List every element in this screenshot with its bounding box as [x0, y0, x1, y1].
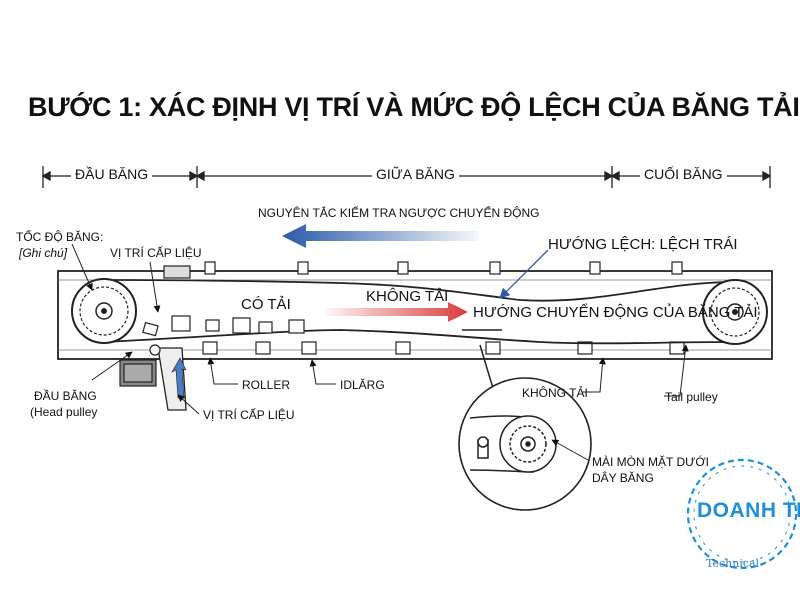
belt — [103, 279, 736, 345]
belt-speed-label: TỐC ĐỘ BĂNG: — [16, 230, 104, 244]
tail-pulley — [702, 279, 768, 345]
brand-tagline: Technical — [706, 557, 760, 570]
section-head-label: ĐẦU BĂNG — [71, 166, 153, 182]
section-tail-label: CUỐI BĂNG — [640, 166, 727, 182]
brand-name: DOANH TRÍ — [697, 499, 800, 522]
drive-motor — [119, 359, 157, 387]
feed-arrow — [171, 357, 187, 399]
head-pulley-label: ĐẦU BĂNG — [34, 389, 97, 403]
belt-wear-label-line2: DÂY BĂNG — [592, 471, 654, 485]
tail-pulley-label: Tail pulley — [665, 390, 718, 404]
return-rollers — [202, 341, 685, 355]
deviation-label: HƯỚNG LỆCH: LỆCH TRÁI — [548, 236, 738, 253]
cargo-boxes — [142, 315, 305, 337]
section-middle-label: GIỮA BĂNG — [372, 166, 459, 182]
magnifier — [458, 329, 592, 511]
head-pulley — [71, 278, 137, 344]
unloaded-tail-label: KHÔNG TẢI — [522, 386, 588, 400]
note-label: [Ghi chú] — [19, 246, 68, 260]
deviation-arrow — [499, 249, 549, 299]
conveyor-frame — [57, 270, 773, 360]
belt-direction-label: HƯỚNG CHUYỂN ĐỘNG CỦA BĂNG TẢI — [473, 304, 758, 321]
feed-location-bottom-label: VỊ TRÍ CẤP LIỆU — [203, 408, 295, 422]
brand-logo-ring — [686, 458, 798, 570]
unloaded-label: KHÔNG TẢI — [366, 288, 449, 305]
roller-label: ROLLER — [242, 378, 291, 392]
inspect-direction-arrow — [282, 224, 478, 248]
inspect-principle-label: NGUYÊN TẮC KIỂM TRA NGƯỢC CHUYỂN ĐỘNG — [258, 206, 540, 220]
head-pulley-en-label: (Head pulley — [30, 405, 98, 419]
top-idler-supports — [163, 261, 683, 279]
idler-label: IDLĂRG — [340, 378, 385, 392]
belt-motion-arrow — [326, 302, 468, 322]
page-title: BƯỚC 1: XÁC ĐỊNH VỊ TRÍ VÀ MỨC ĐỘ LỆCH C… — [28, 92, 800, 122]
leader-lines — [71, 243, 689, 461]
feed-location-top-label: VỊ TRÍ CẤP LIỆU — [110, 246, 202, 260]
loaded-label: CÓ TẢI — [241, 296, 291, 313]
belt-wear-label-line1: MÀI MÒN MẶT DƯỚI — [592, 455, 709, 469]
